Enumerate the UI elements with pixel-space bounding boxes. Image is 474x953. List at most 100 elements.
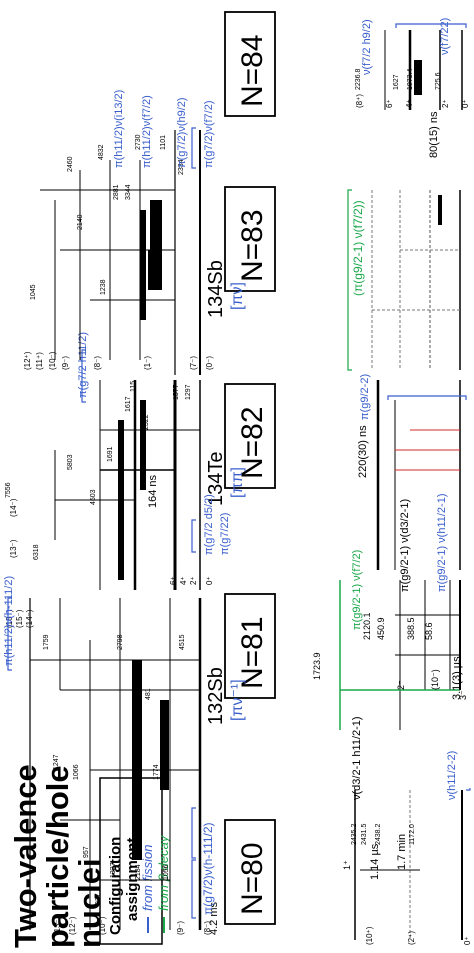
svg-text:1045: 1045 bbox=[30, 284, 37, 300]
svg-text:4⁺: 4⁺ bbox=[405, 99, 414, 108]
config-labels-134te: π(g7/2 d5/2) π(g7/22) π(g7/2 h11/2) bbox=[77, 332, 231, 555]
svg-text:1297: 1297 bbox=[185, 384, 192, 400]
svg-text:1691: 1691 bbox=[107, 446, 114, 462]
svg-text:1066: 1066 bbox=[73, 764, 80, 780]
svg-text:2322: 2322 bbox=[143, 414, 150, 430]
svg-text:(15⁻): (15⁻) bbox=[15, 609, 24, 628]
svg-text:4515: 4515 bbox=[179, 634, 186, 650]
scheme-n81b: 1723.9 2120.1 450.9 388.5 58.6 1⁺ 3⁻ (10… bbox=[312, 494, 468, 870]
svg-text:1327: 1327 bbox=[110, 862, 117, 878]
config-134sb-d: π(g7/2)ν(f7/2) bbox=[203, 101, 215, 169]
svg-text:1⁺: 1⁺ bbox=[342, 860, 352, 870]
config-n81b-top: π(g9/2-1) ν(f7/2) bbox=[351, 550, 363, 630]
svg-text:2460: 2460 bbox=[67, 156, 74, 172]
config-n81b-mid: π(g9/2-1) ν(d3/2-1) bbox=[399, 499, 411, 592]
svg-text:(16⁻): (16⁻) bbox=[5, 609, 14, 628]
svg-text:N=81: N=81 bbox=[236, 616, 269, 689]
svg-text:450.9: 450.9 bbox=[376, 617, 386, 640]
svg-text:481: 481 bbox=[145, 688, 152, 700]
svg-text:(9⁻): (9⁻) bbox=[61, 356, 70, 370]
svg-text:1759: 1759 bbox=[43, 634, 50, 650]
svg-text:(10⁻): (10⁻) bbox=[98, 916, 107, 935]
svg-text:58.6: 58.6 bbox=[424, 622, 434, 640]
svg-text:957: 957 bbox=[83, 846, 90, 858]
nuclide-134te: 134Te [ππ] bbox=[205, 452, 246, 507]
svg-text:134Te: 134Te bbox=[205, 452, 227, 507]
svg-text:(13⁻): (13⁻) bbox=[53, 916, 62, 935]
n-label-81: N=81 bbox=[224, 593, 276, 699]
svg-text:1774: 1774 bbox=[153, 764, 160, 780]
scheme-132sb: 4.2 ms (8⁻) (9⁻) (10⁻) (12⁻) (13⁻) (14⁻)… bbox=[5, 598, 220, 935]
svg-text:2730: 2730 bbox=[135, 134, 142, 150]
config-n80-top: ν(d3/2-1 h11/2-1) bbox=[351, 716, 363, 800]
svg-text:2236.8: 2236.8 bbox=[355, 68, 362, 90]
svg-text:1073.4: 1073.4 bbox=[407, 68, 414, 90]
svg-text:115: 115 bbox=[130, 381, 137, 392]
config-134sb-b: π(h11/2)ν(f7/2) bbox=[141, 95, 153, 168]
title-block: Two-valence particle/hole nuclei bbox=[8, 764, 107, 948]
svg-text:(11⁺): (11⁺) bbox=[35, 352, 44, 370]
svg-text:(13⁻): (13⁻) bbox=[9, 539, 18, 558]
svg-text:2798: 2798 bbox=[117, 634, 124, 650]
svg-text:N=82: N=82 bbox=[236, 406, 269, 479]
svg-text:(1⁻): (1⁻) bbox=[143, 356, 152, 370]
svg-text:6⁺: 6⁺ bbox=[385, 99, 394, 108]
legend-fission-label: from fission bbox=[140, 845, 155, 911]
svg-text:0⁺: 0⁺ bbox=[461, 99, 470, 108]
svg-text:2438.2: 2438.2 bbox=[375, 823, 382, 845]
nuclide-134sb: 134Sb [πν] bbox=[205, 260, 246, 318]
svg-text:2431.5: 2431.5 bbox=[361, 823, 368, 845]
legend-beta-label: from β decay bbox=[156, 834, 171, 911]
svg-text:725.6: 725.6 bbox=[435, 72, 442, 90]
svg-text:1101: 1101 bbox=[160, 135, 167, 150]
svg-text:(8⁻): (8⁻) bbox=[93, 356, 102, 370]
svg-text:1723.9: 1723.9 bbox=[312, 652, 322, 680]
svg-text:N=83: N=83 bbox=[236, 209, 269, 282]
scheme-134sb: (0⁻) (1⁻) (7⁻) (8⁻) (9⁻) (10⁻) (11⁺) (12… bbox=[23, 130, 214, 375]
config-labels-132sb: π(g7/2)ν(h-111/2) π(h11/2)ν(h-111/2) bbox=[3, 576, 215, 919]
config-134te-bottom: π(g7/22) bbox=[219, 513, 231, 555]
nuclide-132sb: 132Sb [πν⁻¹] bbox=[205, 667, 246, 725]
svg-text:7556: 7556 bbox=[5, 482, 12, 498]
config-134te-mid: π(g7/2 d5/2) bbox=[203, 494, 215, 555]
config-134te-top: π(g7/2 h11/2) bbox=[77, 332, 89, 398]
scheme-n82b: 220(30) ns π(g9/2-2) bbox=[357, 374, 467, 570]
svg-text:(10⁻): (10⁻) bbox=[48, 351, 57, 370]
svg-text:6318: 6318 bbox=[33, 544, 40, 560]
svg-text:927: 927 bbox=[95, 893, 102, 905]
svg-text:N=84: N=84 bbox=[236, 34, 269, 107]
config-n81b-bottom: π(g9/2-1) ν(h11/2-1) bbox=[436, 494, 448, 592]
isomer-n81b: 3.1(3) µs bbox=[451, 656, 463, 700]
svg-text:(8⁺): (8⁺) bbox=[355, 94, 364, 108]
isomer-n84b: 80(15) ns bbox=[428, 111, 440, 158]
svg-text:2881: 2881 bbox=[113, 184, 120, 200]
svg-text:3⁻: 3⁻ bbox=[458, 690, 468, 700]
svg-text:[πν⁻¹]: [πν⁻¹] bbox=[229, 679, 246, 721]
svg-text:(14⁻): (14⁻) bbox=[25, 609, 34, 628]
scheme-n80b: 1.14 µs 1.7 min (10⁺) (2⁺) 0⁺ 2435.2 243… bbox=[351, 716, 472, 945]
svg-text:2⁺: 2⁺ bbox=[441, 99, 450, 108]
scheme-n83b: (π(g9/2-1) ν(f7/2)) bbox=[347, 189, 461, 371]
svg-text:4⁺: 4⁺ bbox=[179, 576, 188, 585]
svg-text:6⁺: 6⁺ bbox=[169, 576, 178, 585]
svg-text:(7⁻): (7⁻) bbox=[189, 356, 198, 370]
svg-text:0⁺: 0⁺ bbox=[463, 936, 472, 945]
svg-text:1061: 1061 bbox=[155, 209, 162, 225]
n-label-82: N=82 bbox=[224, 383, 276, 489]
svg-text:(8⁻): (8⁻) bbox=[203, 921, 212, 935]
svg-text:134Sb: 134Sb bbox=[205, 260, 227, 318]
n-label-83: N=83 bbox=[224, 186, 276, 292]
scheme-n84b: 725.6 1073.4 1627 2236.8 0⁺ 2⁺ 4⁺ 6⁺ (8⁺… bbox=[355, 18, 470, 158]
config-labels-134sb: π(g7/2)ν(f7/2) π(g7/2)ν(h9/2) π(h11/2)ν(… bbox=[113, 90, 215, 169]
svg-text:1172.0: 1172.0 bbox=[409, 824, 416, 845]
svg-text:5803: 5803 bbox=[67, 454, 74, 470]
svg-text:[ππ]: [ππ] bbox=[229, 467, 246, 498]
svg-text:2140: 2140 bbox=[77, 214, 84, 230]
svg-text:1056: 1056 bbox=[163, 864, 170, 880]
config-n84b-mid: ν(f7/22) bbox=[439, 18, 451, 55]
svg-text:132Sb: 132Sb bbox=[205, 667, 227, 725]
svg-text:2184: 2184 bbox=[135, 864, 142, 880]
svg-text:1247: 1247 bbox=[53, 754, 60, 770]
svg-text:(2⁺): (2⁺) bbox=[407, 931, 416, 945]
config-n83b: (π(g9/2-1) ν(f7/2)) bbox=[351, 200, 365, 296]
